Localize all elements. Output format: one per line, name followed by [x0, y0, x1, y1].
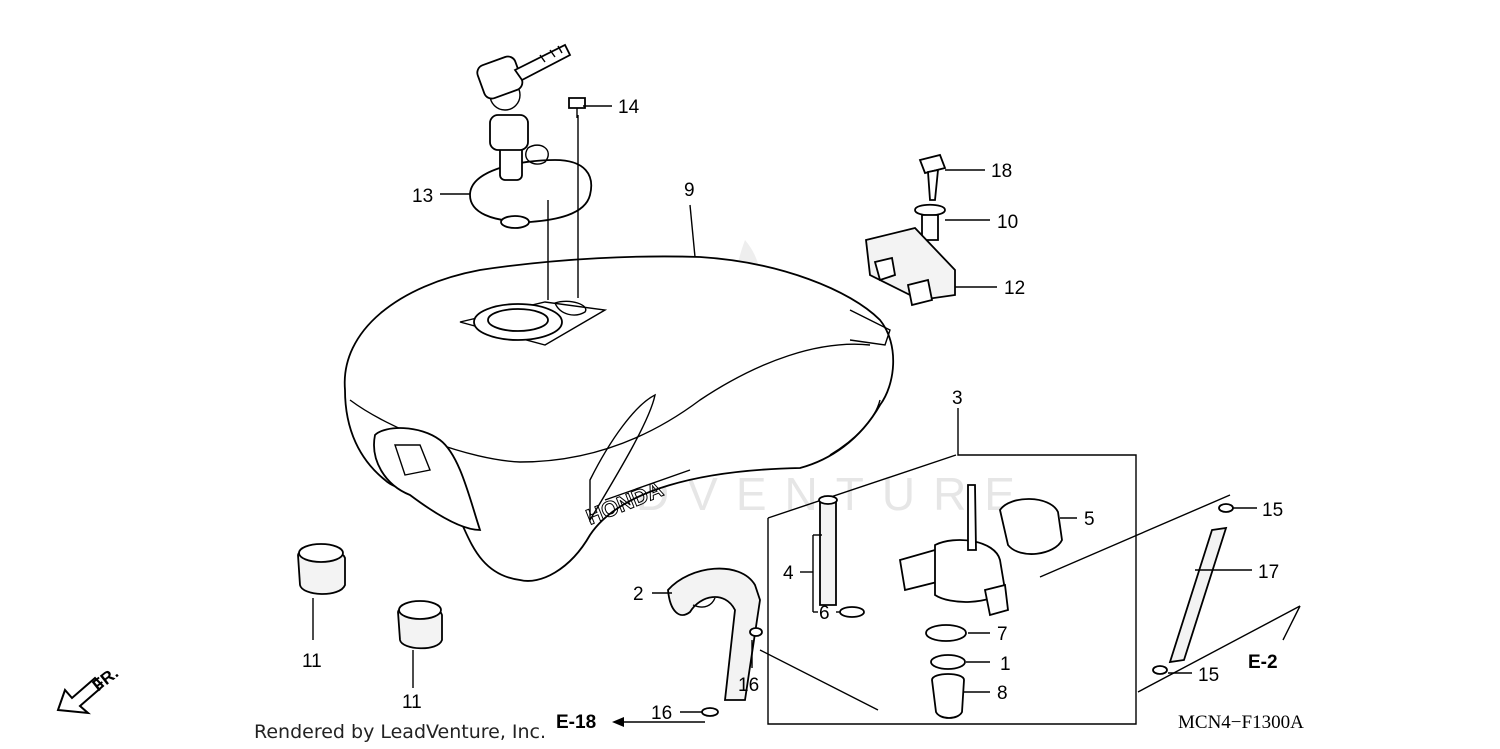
front-direction-arrow: FR.: [56, 663, 122, 715]
rubber-mounts: [297, 543, 443, 688]
fuel-cap: [469, 43, 593, 300]
leader-lines: [440, 105, 1257, 713]
callout-16-clip: 16: [738, 675, 759, 696]
callouts: 1 2 3 4 5 6 7 8 9 10 11 11 12 13 14 15 1…: [302, 97, 1283, 724]
callout-1: 1: [1000, 654, 1011, 675]
callout-6: 6: [819, 603, 830, 624]
diagram-code: MCN4−F1300A: [1178, 712, 1304, 733]
callout-2: 2: [633, 584, 644, 605]
fuel-tank: HONDA: [343, 255, 895, 582]
callout-16-lower: 16: [651, 703, 672, 724]
callout-7: 7: [997, 624, 1008, 645]
reference-e2: E-2: [1248, 652, 1278, 673]
callout-15-top: 15: [1262, 500, 1283, 521]
mount-hardware: [865, 153, 956, 307]
callout-3: 3: [952, 388, 963, 409]
credit-text: Rendered by LeadVenture, Inc.: [254, 721, 546, 743]
callout-17: 17: [1258, 562, 1279, 583]
callout-14: 14: [618, 97, 640, 118]
callout-10: 10: [997, 212, 1018, 233]
fuel-hose: [667, 567, 761, 701]
callout-15-bottom: 15: [1198, 665, 1219, 686]
reference-e18: E-18: [556, 712, 596, 733]
callout-18: 18: [991, 161, 1012, 182]
callout-12: 12: [1004, 278, 1025, 299]
callout-11-left: 11: [302, 651, 322, 672]
fuel-valve-box: [767, 408, 1231, 725]
cap-bolt: [568, 97, 586, 118]
callout-13: 13: [412, 186, 433, 207]
callout-8: 8: [997, 683, 1008, 704]
callout-11-right: 11: [402, 692, 422, 713]
hose-clips: [701, 627, 879, 717]
breather-hose: [1137, 503, 1301, 693]
section-references: E-18 E-2: [556, 652, 1278, 733]
callout-4: 4: [783, 563, 794, 584]
callout-9: 9: [684, 180, 695, 201]
callout-5: 5: [1084, 509, 1095, 530]
